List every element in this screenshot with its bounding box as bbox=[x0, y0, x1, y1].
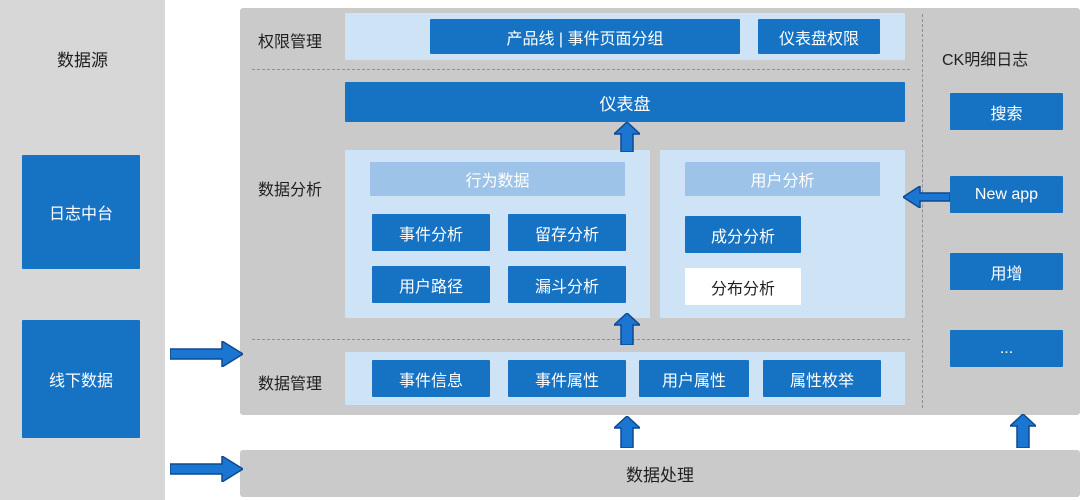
arrow-analysis-to-dashboard bbox=[614, 122, 640, 152]
management-box-event-attribute: 事件属性 bbox=[508, 360, 626, 397]
data-source-column: 数据源 日志中台 线下数据 bbox=[0, 0, 165, 500]
ck-box-user-growth: 用增 bbox=[950, 253, 1063, 290]
user-box-distribution-analysis: 分布分析 bbox=[685, 268, 801, 305]
divider-vertical-ck bbox=[922, 14, 923, 408]
up-arrow-icon bbox=[614, 416, 640, 448]
data-processing-bar: 数据处理 bbox=[240, 450, 1080, 497]
behavior-data-header: 行为数据 bbox=[370, 162, 625, 196]
permission-container: 产品线 | 事件页面分组 仪表盘权限 bbox=[345, 13, 905, 60]
behavior-box-event-analysis: 事件分析 bbox=[372, 214, 490, 251]
arrow-processing-to-ck bbox=[1010, 414, 1036, 448]
up-arrow-icon bbox=[1010, 414, 1036, 448]
behavior-data-panel: 行为数据 事件分析 留存分析 用户路径 漏斗分析 bbox=[345, 150, 650, 318]
arrow-ck-to-analysis bbox=[903, 186, 950, 208]
user-analysis-header: 用户分析 bbox=[685, 162, 880, 196]
arrow-processing-to-management bbox=[614, 416, 640, 448]
dashboard-bar: 仪表盘 bbox=[345, 82, 905, 122]
data-source-title: 数据源 bbox=[57, 51, 108, 70]
ck-box-more: ... bbox=[950, 330, 1063, 367]
ck-box-new-app: New app bbox=[950, 176, 1063, 213]
divider-permission-analysis bbox=[252, 69, 910, 70]
right-arrow-icon bbox=[170, 456, 243, 482]
arrow-management-to-analysis bbox=[614, 313, 640, 345]
behavior-box-funnel-analysis: 漏斗分析 bbox=[508, 266, 626, 303]
ck-box-search: 搜索 bbox=[950, 93, 1063, 130]
management-container: 事件信息 事件属性 用户属性 属性枚举 bbox=[345, 352, 905, 405]
source-box-offline-data: 线下数据 bbox=[22, 320, 140, 438]
management-box-attribute-enum: 属性枚举 bbox=[763, 360, 881, 397]
analysis-section-label: 数据分析 bbox=[258, 182, 323, 199]
divider-analysis-management bbox=[252, 339, 910, 340]
behavior-box-user-path: 用户路径 bbox=[372, 266, 490, 303]
permission-section-label: 权限管理 bbox=[258, 34, 323, 51]
arrow-source-to-processing bbox=[170, 456, 243, 482]
management-box-event-info: 事件信息 bbox=[372, 360, 490, 397]
ck-log-title: CK明细日志 bbox=[942, 52, 1029, 69]
management-box-user-attribute: 用户属性 bbox=[639, 360, 749, 397]
data-processing-label: 数据处理 bbox=[626, 466, 694, 485]
management-section-label: 数据管理 bbox=[258, 376, 323, 393]
right-arrow-icon bbox=[170, 341, 243, 367]
permission-box-product-line-event-grouping: 产品线 | 事件页面分组 bbox=[430, 19, 740, 54]
up-arrow-icon bbox=[614, 122, 640, 152]
user-analysis-panel: 用户分析 成分分析 分布分析 bbox=[660, 150, 905, 318]
up-arrow-icon bbox=[614, 313, 640, 345]
left-arrow-icon bbox=[903, 186, 950, 208]
source-box-log-middle-platform: 日志中台 bbox=[22, 155, 140, 269]
arrow-source-to-management bbox=[170, 341, 243, 367]
permission-box-dashboard-permission: 仪表盘权限 bbox=[758, 19, 880, 54]
user-box-composition-analysis: 成分分析 bbox=[685, 216, 801, 253]
behavior-box-retention-analysis: 留存分析 bbox=[508, 214, 626, 251]
main-platform-panel: 权限管理 产品线 | 事件页面分组 仪表盘权限 仪表盘 数据分析 行为数据 事件… bbox=[240, 8, 1080, 415]
